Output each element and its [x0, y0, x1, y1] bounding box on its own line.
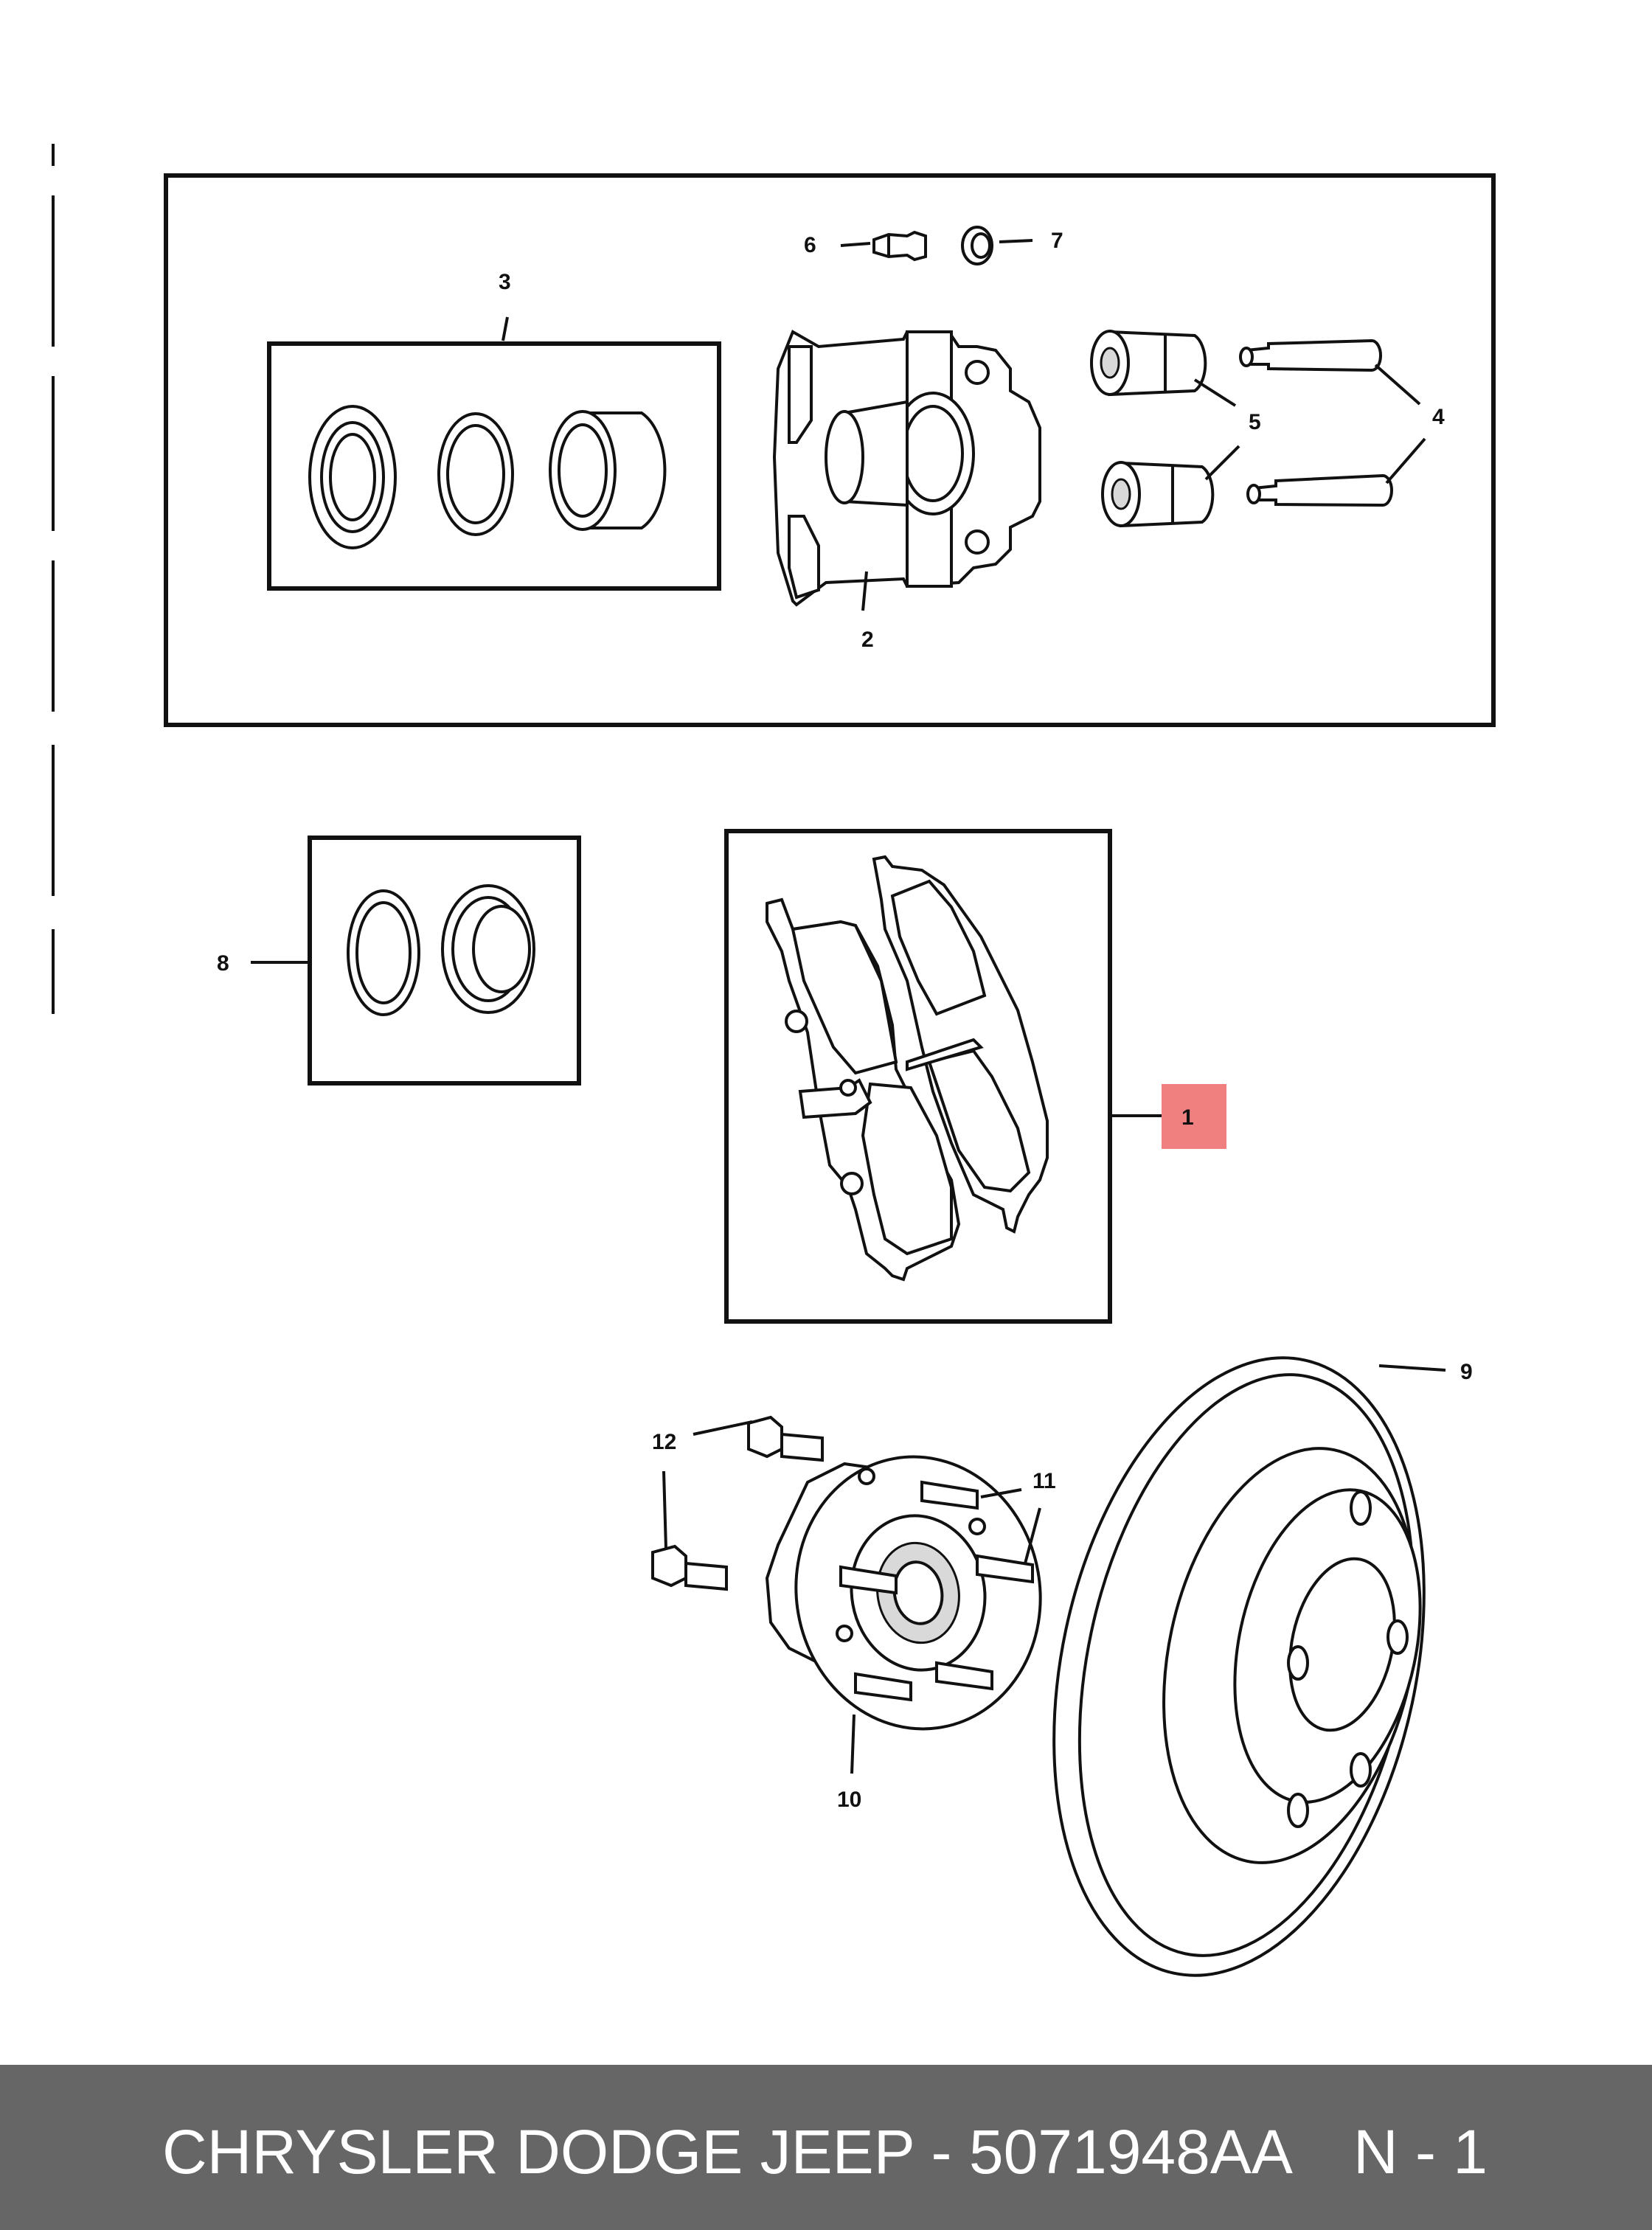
wheel-hub — [765, 1455, 1042, 1731]
brake-parts-diagram: 3 6 7 5 4 2 8 1 9 12 11 10 — [52, 144, 1496, 1977]
hub-leader-lines — [662, 1420, 1041, 1774]
hub-bolts — [651, 1415, 824, 1591]
callout-11: 11 — [1032, 1469, 1056, 1493]
footer-bar: CHRYSLER DODGE JEEP - 5071948AA N - 1 — [0, 2065, 1652, 2230]
callout-6: 6 — [804, 233, 816, 257]
footer-part-label: CHRYSLER DODGE JEEP - 5071948AA — [162, 2117, 1293, 2186]
wheel-studs — [839, 1480, 1034, 1702]
seal-kit-parts — [308, 405, 667, 549]
brake-pads — [766, 855, 1049, 1282]
bleeder-cap — [961, 226, 993, 265]
callout-3: 3 — [499, 270, 511, 294]
bleeder-screw — [872, 230, 927, 262]
callout-10: 10 — [837, 1788, 861, 1812]
guide-bushings — [1090, 330, 1215, 528]
caliper-housing — [772, 330, 1041, 607]
caliper-leader-lines — [502, 239, 1426, 611]
leader-line-9 — [1378, 1364, 1446, 1372]
seal-kit-8-parts — [347, 884, 535, 1016]
callout-4: 4 — [1432, 405, 1445, 429]
highlight-box-1 — [1162, 1084, 1226, 1149]
callout-1: 1 — [1181, 1105, 1194, 1130]
callout-7: 7 — [1051, 229, 1063, 253]
callout-12: 12 — [652, 1430, 676, 1454]
brake-rotor — [1052, 1356, 1426, 1977]
guide-pins — [1239, 338, 1393, 507]
footer-page-label: N - 1 — [1353, 2117, 1488, 2186]
callout-5: 5 — [1249, 410, 1261, 434]
callout-8: 8 — [217, 951, 229, 976]
callout-2: 2 — [861, 628, 874, 652]
callout-9: 9 — [1460, 1360, 1473, 1384]
